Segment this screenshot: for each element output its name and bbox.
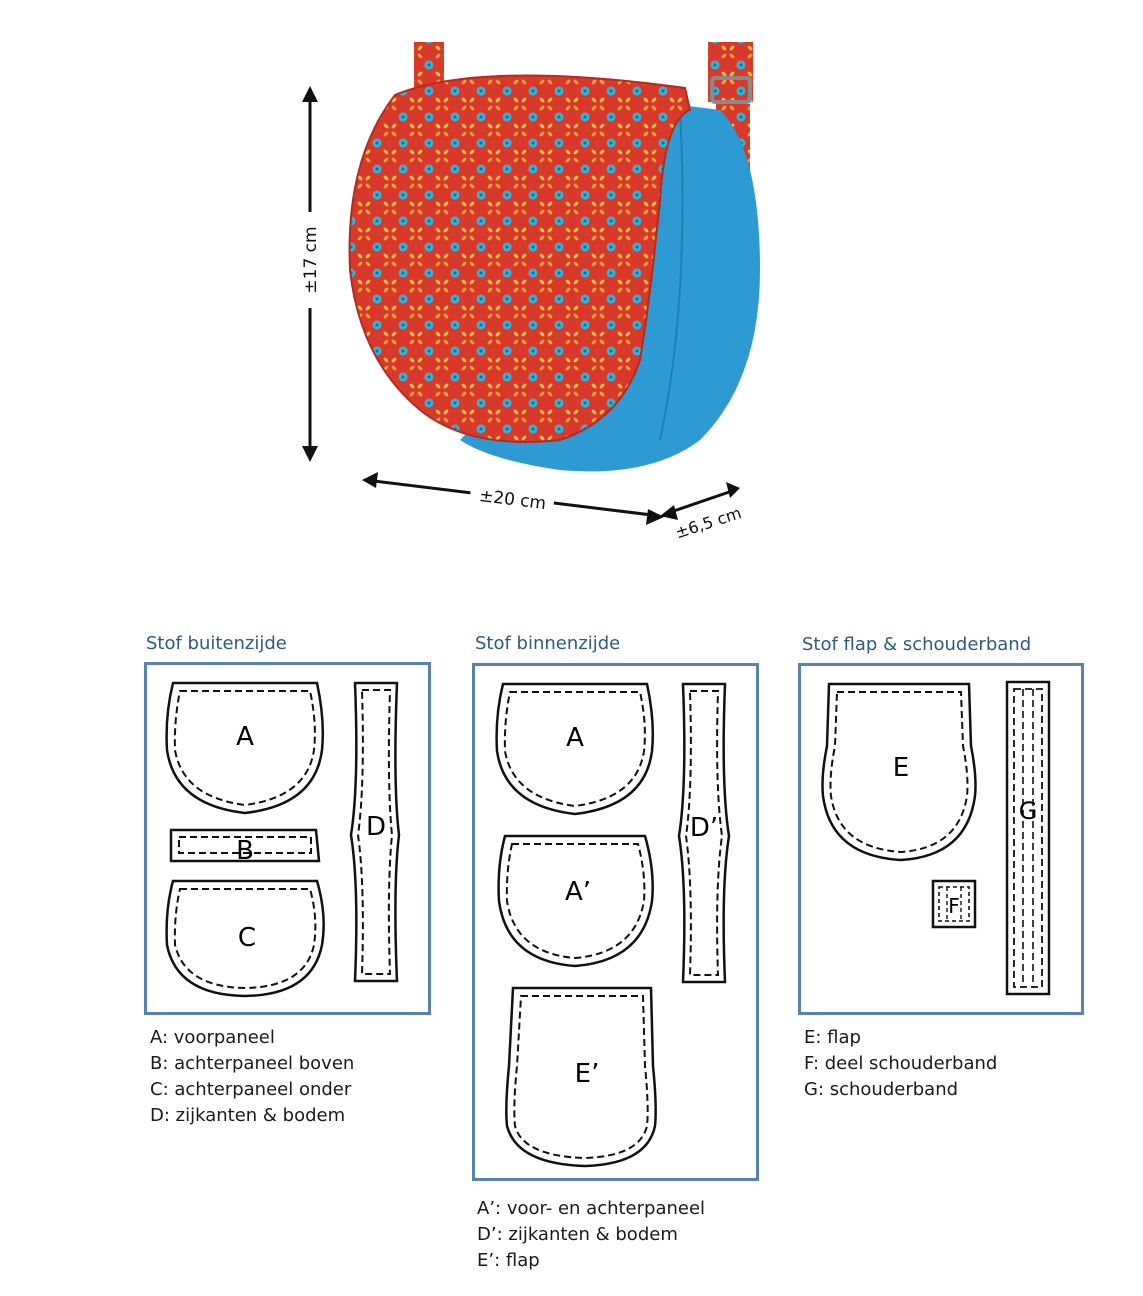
depth-arrow-right <box>726 482 740 498</box>
piece-f <box>931 879 977 929</box>
panel-flap-strap-fabric: E F G <box>798 663 1084 1015</box>
height-arrow-top <box>302 86 318 102</box>
piece-d-prime-label: D’ <box>690 813 718 843</box>
outer-fabric-pattern-pieces: A B C D <box>165 681 401 998</box>
depth-arrow <box>664 488 736 516</box>
bag-flap <box>348 74 692 443</box>
width-arrow-left <box>362 472 378 488</box>
legend-inner-fabric: A’: voor- en achterpaneel D’: zijkanten … <box>477 1196 705 1274</box>
width-arrow-right <box>646 509 664 525</box>
legend-item: A: voorpaneel <box>150 1027 275 1048</box>
bag-illustration: ±17 cm ±20 cm ±6,5 cm <box>296 42 760 542</box>
strap-buckle <box>710 76 752 104</box>
panel-title-outer-fabric: Stof buitenzijde <box>146 633 287 654</box>
piece-d-label: D <box>366 812 386 842</box>
flap-strap-pattern-pieces: E F G <box>821 680 1051 996</box>
piece-f-label: F <box>948 894 960 918</box>
piece-c-label: C <box>238 923 256 953</box>
legend-item: E’: flap <box>477 1250 540 1271</box>
piece-a <box>495 682 655 816</box>
piece-a <box>165 681 325 815</box>
legend-item: E: flap <box>804 1027 861 1048</box>
panel-inner-fabric: A A’ D’ E’ <box>472 663 759 1181</box>
legend-item: F: deel schouderband <box>804 1053 998 1074</box>
height-label: ±17 cm <box>301 226 321 293</box>
piece-e-prime-label: E’ <box>575 1059 600 1089</box>
legend-item: D’: zijkanten & bodem <box>477 1224 678 1245</box>
piece-a-prime-label: A’ <box>565 877 591 907</box>
piece-e <box>821 682 977 862</box>
piece-a-label: A <box>566 723 584 753</box>
panel-outer-fabric: A B C D <box>144 662 431 1015</box>
legend-item: A’: voor- en achterpaneel <box>477 1198 706 1219</box>
legend-item: C: achterpaneel onder <box>150 1079 352 1100</box>
legend-flap-strap-fabric: E: flap F: deel schouderband G: schouder… <box>804 1025 997 1103</box>
piece-c <box>165 879 325 998</box>
legend-item: B: achterpaneel boven <box>150 1053 355 1074</box>
legend-item: D: zijkanten & bodem <box>150 1105 346 1126</box>
panel-title-flap-strap-fabric: Stof flap & schouderband <box>802 634 1032 655</box>
legend-outer-fabric: A: voorpaneel B: achterpaneel boven C: a… <box>150 1025 354 1129</box>
bag-body-seam <box>659 109 684 441</box>
piece-g-label: G <box>1019 797 1038 825</box>
piece-e-label: E <box>893 753 909 783</box>
height-arrow-bottom <box>302 446 318 462</box>
panel-title-inner-fabric: Stof binnenzijde <box>475 633 621 654</box>
legend-item: G: schouderband <box>804 1079 959 1100</box>
strap-right <box>708 42 753 102</box>
piece-e-prime <box>505 986 657 1168</box>
piece-a-prime <box>497 834 654 968</box>
inner-fabric-pattern-pieces: A A’ D’ E’ <box>495 682 731 1168</box>
depth-arrow-left <box>660 505 678 520</box>
piece-b-label: B <box>236 836 254 866</box>
piece-a-label: A <box>236 722 254 752</box>
